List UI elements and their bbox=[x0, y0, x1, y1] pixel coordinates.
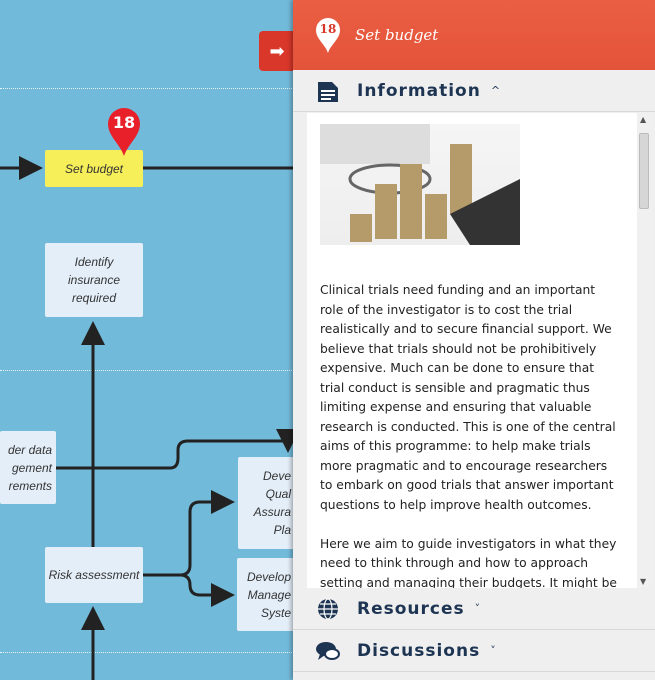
panel-header: 18 Set budget bbox=[293, 0, 655, 70]
step-management-system[interactable]: Develop Manage Syste bbox=[237, 558, 300, 631]
chevron-down-icon: ˅ bbox=[474, 602, 481, 615]
information-content: Clinical trials need funding and an impo… bbox=[307, 113, 651, 588]
panel-title: Set budget bbox=[355, 26, 439, 44]
panel-step-number: 18 bbox=[319, 22, 337, 36]
lane-divider bbox=[0, 370, 300, 371]
step-detail-panel: 18 Set budget Information ^ Clinical tri… bbox=[293, 0, 655, 680]
section-label: Resources bbox=[357, 598, 465, 619]
step-risk-assessment[interactable]: Risk assessment bbox=[45, 547, 143, 603]
lane-divider bbox=[0, 652, 300, 653]
step-identify-insurance[interactable]: Identify insurance required bbox=[45, 243, 143, 317]
step-number: 18 bbox=[112, 113, 136, 132]
arrow-right-icon: ➡ bbox=[269, 40, 285, 62]
collapse-panel-button[interactable]: ➡ bbox=[259, 31, 295, 71]
step-set-budget[interactable]: Set budget bbox=[45, 150, 143, 187]
lane-divider bbox=[0, 88, 300, 89]
globe-icon bbox=[315, 596, 341, 622]
section-discussions[interactable]: Discussions ˅ bbox=[293, 630, 655, 672]
section-label: Information bbox=[357, 80, 481, 101]
content-scrollbar[interactable]: ▲ ▼ bbox=[637, 113, 651, 588]
step-data-management[interactable]: der data gement rements bbox=[0, 431, 56, 504]
scrollbar-thumb[interactable] bbox=[639, 133, 649, 209]
paragraph: Here we aim to guide investigators in wh… bbox=[320, 536, 617, 589]
step-marker-pin: 18 bbox=[106, 106, 142, 156]
information-text: Clinical trials need funding and an impo… bbox=[320, 281, 620, 588]
scroll-up-icon[interactable]: ▲ bbox=[640, 115, 647, 124]
document-icon bbox=[315, 78, 341, 104]
coins-calculator-image bbox=[320, 124, 520, 245]
flow-connectors bbox=[0, 156, 300, 680]
step-pin-icon: 18 bbox=[315, 17, 341, 53]
chevron-down-icon: ˅ bbox=[490, 644, 496, 657]
paragraph: Clinical trials need funding and an impo… bbox=[320, 283, 616, 512]
section-information[interactable]: Information ^ bbox=[293, 70, 655, 112]
chevron-up-icon: ^ bbox=[490, 84, 501, 97]
section-label: Discussions bbox=[357, 640, 481, 661]
step-qa-plan[interactable]: Deve Qual Assura Pla bbox=[238, 457, 300, 549]
scroll-down-icon[interactable]: ▼ bbox=[640, 577, 647, 586]
section-resources[interactable]: Resources ˅ bbox=[293, 588, 655, 630]
chat-bubbles-icon bbox=[315, 638, 341, 664]
